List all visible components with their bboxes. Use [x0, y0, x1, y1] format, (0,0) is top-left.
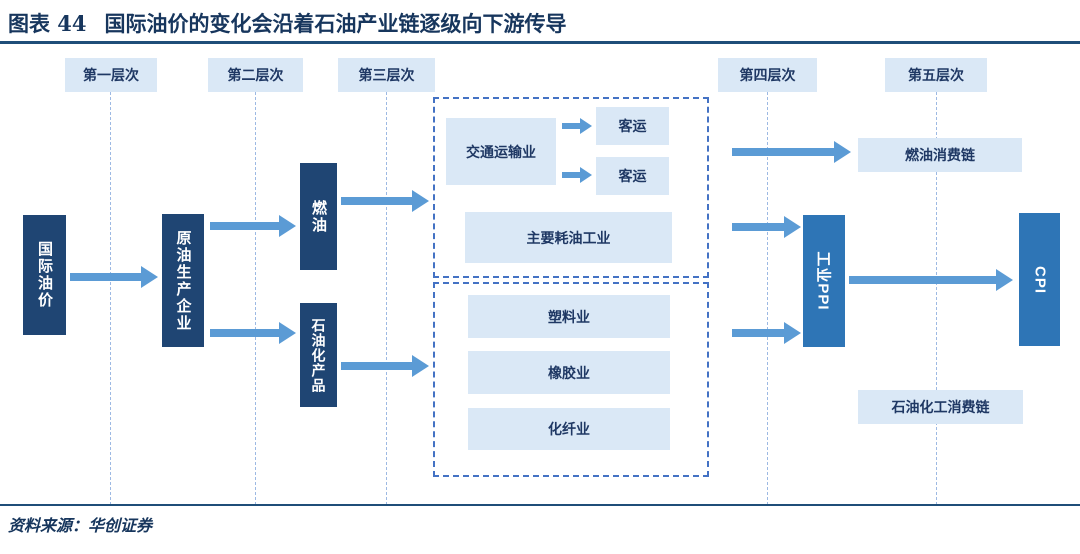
node-chemical-fiber-industry: 化纤业: [468, 408, 670, 450]
level-3-divider-line: [386, 92, 387, 505]
node-fuel-consumption-chain: 燃油消费链: [858, 138, 1022, 172]
node-rubber-industry: 橡胶业: [468, 351, 670, 394]
footer-rule: [0, 504, 1080, 506]
level-4-divider-line: [767, 92, 768, 505]
arrow-ppi-to-cpi: [849, 276, 996, 284]
figure-title: 图表 44 国际油价的变化会沿着石油产业链逐级向下游传导: [8, 8, 567, 38]
level-header-2: 第二层次: [208, 58, 303, 92]
node-passenger-transport-2: 客运: [596, 157, 669, 195]
arrow-bottomgroup-to-ppi: [732, 329, 784, 337]
arrow-producers-to-fuel: [210, 222, 279, 230]
node-international-oil-price: 国际油价: [23, 215, 66, 335]
node-industrial-ppi: 工业PPI: [803, 215, 845, 347]
arrow-petrochemical-to-group: [341, 362, 412, 370]
node-fuel-oil: 燃油: [300, 163, 337, 270]
level-1-divider-line: [110, 92, 111, 505]
level-header-1: 第一层次: [65, 58, 157, 92]
fuel-downstream-group: [433, 97, 709, 278]
node-transportation-industry: 交通运输业: [446, 118, 556, 185]
arrow-oilprice-to-producers: [70, 273, 141, 281]
node-major-oil-consuming-industry: 主要耗油工业: [465, 212, 672, 263]
level-2-divider-line: [255, 92, 256, 505]
node-crude-oil-producers: 原油生产企业: [162, 214, 204, 347]
level-5-divider-line: [936, 92, 937, 505]
node-passenger-transport-1: 客运: [596, 107, 669, 145]
figure-number: 图表 44: [8, 11, 87, 36]
arrow-transport-to-passenger-1: [562, 123, 580, 129]
node-plastics-industry: 塑料业: [468, 295, 670, 338]
arrow-producers-to-petrochemical: [210, 329, 279, 337]
arrow-group-to-fuelchain: [732, 148, 834, 156]
figure-title-text: 国际油价的变化会沿着石油产业链逐级向下游传导: [104, 11, 567, 36]
level-header-4: 第四层次: [718, 58, 817, 92]
level-header-3: 第三层次: [338, 58, 435, 92]
petrochemical-downstream-group: [433, 282, 709, 477]
node-petrochemical-consumption-chain: 石油化工消费链: [858, 390, 1023, 424]
arrow-topgroup-to-ppi: [732, 223, 784, 231]
level-header-5: 第五层次: [885, 58, 987, 92]
source-note: 资料来源：华创证券: [8, 516, 153, 535]
node-petrochemical-products: 石油化产品: [300, 303, 337, 407]
title-underline: [0, 41, 1080, 44]
arrow-transport-to-passenger-2: [562, 172, 580, 178]
node-cpi: CPI: [1019, 213, 1060, 346]
arrow-fuel-to-group: [341, 197, 412, 205]
